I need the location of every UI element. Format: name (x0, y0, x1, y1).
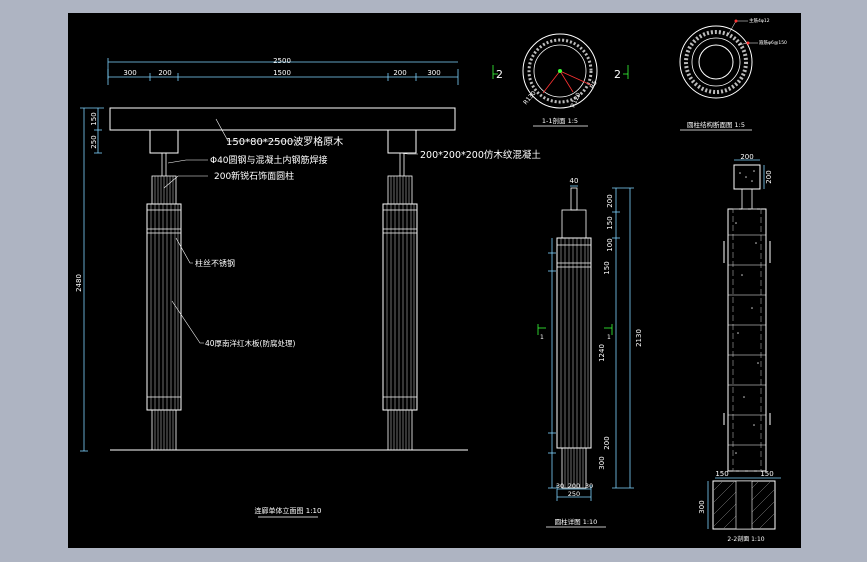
section-inner-ring (533, 44, 587, 98)
steel-rods (161, 153, 405, 176)
label-steel: Φ40圆钢与混凝土内钢筋焊接 (210, 154, 328, 166)
timber-beam (109, 107, 456, 131)
section-1-1-view: 2 2 R130 R120 R5 1-1剖面 1:5 (492, 33, 629, 127)
section-mark-2-left: 2 (496, 68, 503, 81)
dim-left-small: 150 (603, 261, 611, 274)
structure-inner-ring (698, 44, 734, 80)
dim-left-outer: 300 (123, 69, 136, 77)
label-ring: 柱丝不锈钢 (195, 258, 235, 268)
structure-section-view: 主筋4φ12 箍筋φ6@150 圆柱结构断面图 1:5 (679, 17, 787, 131)
detail-column-body (556, 237, 592, 449)
section-2-2-column (727, 208, 767, 472)
dim-middle: 1500 (273, 69, 291, 77)
column-detail-view: 40 1 1 200 150 100 2130 (537, 177, 643, 528)
structure-title: 圆柱结构断面图 1:5 (687, 120, 745, 129)
dim-left-low: 200 (603, 436, 611, 449)
column-detail-title: 圆柱详图 1:10 (555, 517, 598, 526)
label-board: 40厚南洋红木板(防腐处理) (205, 338, 295, 348)
section-stone-ring (527, 38, 593, 104)
dim-base-height: 300 (698, 500, 706, 513)
dim-right-inner: 200 (393, 69, 406, 77)
leader-lines (163, 118, 418, 344)
dim-bottom-seg: 300 (598, 456, 606, 469)
cad-drawing: 2500 300 200 1500 200 300 150 250 2480 (75, 17, 787, 543)
drawing-canvas: 2500 300 200 1500 200 300 150 250 2480 (68, 13, 801, 548)
elevation-left-dimensions (80, 107, 104, 452)
dim-right-total: 2130 (635, 329, 643, 347)
structure-note-stirrup: 箍筋φ6@150 (759, 39, 787, 46)
dim-base-left: 30 (556, 482, 564, 490)
dim-top-width: 200 (740, 153, 753, 161)
section-2-2-view: 200 200 150 150 (698, 153, 781, 543)
dim-base-total: 250 (568, 490, 580, 498)
dim-base-mid: 200 (568, 482, 580, 490)
label-concrete: 200*200*200仿木纹混凝土 (420, 149, 541, 161)
dim-right-outer: 300 (427, 69, 440, 77)
section-2-2-title: 2-2剖面 1:10 (727, 535, 764, 543)
dim-total-height: 2480 (75, 274, 83, 292)
dim-rod-top: 40 (570, 177, 579, 185)
detail-steel-rod (570, 187, 578, 211)
elevation-top-dimensions (107, 58, 459, 85)
section-1-1-title: 1-1剖面 1:5 (542, 116, 578, 125)
section-2-2-top-block (733, 164, 761, 190)
dim-right-b: 150 (606, 216, 614, 229)
elevation-view: 2500 300 200 1500 200 300 150 250 2480 (75, 57, 541, 518)
left-column (146, 175, 182, 451)
left-concrete-cap (149, 129, 179, 154)
dim-top-height: 200 (765, 170, 773, 183)
elevation-title: 连廊单体立面图 1:10 (255, 506, 322, 515)
label-column: 200新锐石饰面圆柱 (214, 170, 294, 182)
structure-stone-ring (684, 30, 748, 94)
dim-right-c: 100 (606, 238, 614, 251)
label-beam: 150*80*2500波罗格原木 (226, 135, 343, 148)
structure-outer-ring (679, 25, 753, 99)
section-mark-1-right: 1 (607, 334, 611, 341)
concrete-dots-top (739, 170, 755, 182)
section-mark-1-left: 1 (540, 334, 544, 341)
dim-base-right: 30 (585, 482, 593, 490)
dim-right-a: 200 (606, 194, 614, 207)
dim-left-inner: 200 (158, 69, 171, 77)
dim-base-right: 150 (760, 470, 773, 478)
section-outer-ring (522, 33, 598, 109)
dim-beam-height: 150 (90, 112, 98, 125)
dim-total: 2500 (273, 57, 291, 65)
dim-cap-height: 250 (90, 135, 98, 148)
structure-note-rebar: 主筋4φ12 (749, 17, 770, 24)
dim-left-mid: 1240 (598, 344, 606, 362)
concrete-dots-column (735, 222, 759, 454)
dim-base-left: 150 (715, 470, 728, 478)
right-concrete-cap (387, 129, 417, 154)
section-2-2-rod (741, 188, 753, 210)
structure-core-ring (691, 37, 741, 87)
dim-r5: R5 (589, 79, 599, 90)
right-column (382, 175, 418, 451)
section-mark-2-right: 2 (614, 68, 621, 81)
